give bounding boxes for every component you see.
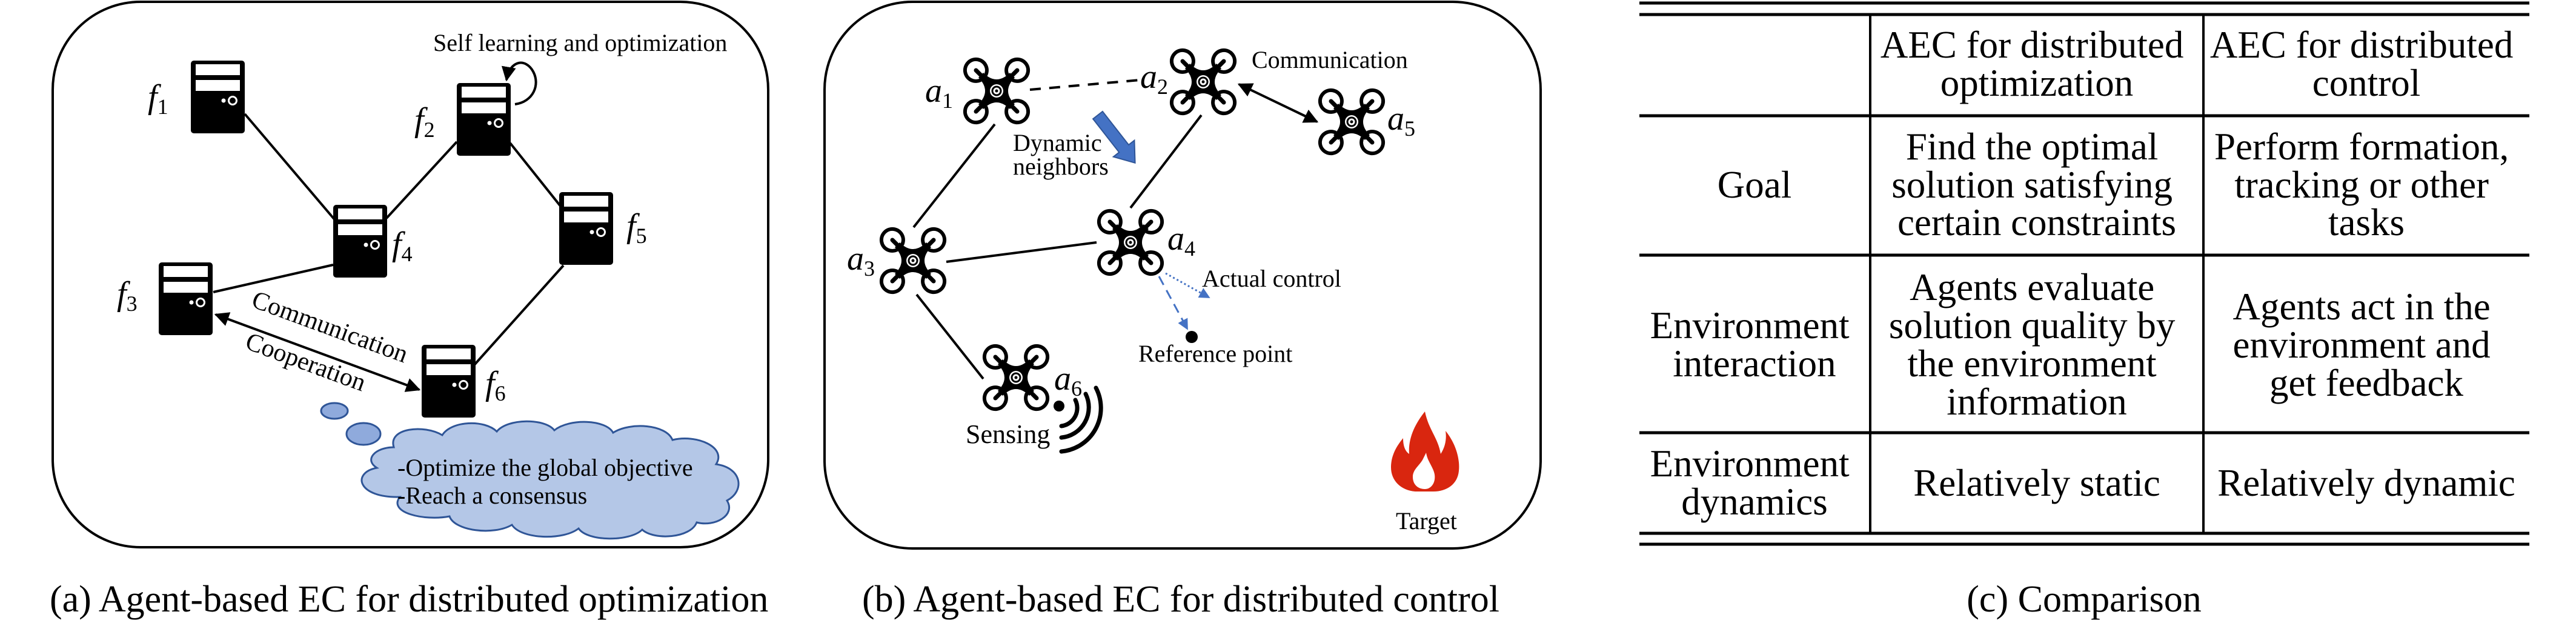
server-icon bbox=[332, 204, 388, 279]
agent-label-a2: a2 bbox=[1140, 58, 1168, 99]
edge-f2-f5 bbox=[509, 142, 569, 216]
sensing-waves-icon bbox=[1054, 385, 1103, 454]
thought-line-1: -Optimize the global objective bbox=[397, 454, 693, 481]
edge-a1-a3 bbox=[912, 123, 996, 228]
panel-b: Dynamic neighbors a1 a2 a3 a4 a5 a6 Comm… bbox=[823, 1, 1542, 620]
row-label-goal: Goal bbox=[1718, 164, 1791, 206]
drone-icon bbox=[965, 59, 1028, 122]
thought-bubble-small bbox=[320, 402, 349, 420]
panel-b-frame bbox=[823, 1, 1542, 550]
edge-f4-f2 bbox=[385, 141, 458, 219]
drone-icon bbox=[881, 229, 944, 292]
thought-bubble-medium bbox=[345, 422, 382, 446]
agent-label-a4: a4 bbox=[1167, 220, 1195, 261]
dynamic-neighbors-arrow-icon bbox=[1092, 110, 1136, 164]
drone-icon bbox=[984, 346, 1047, 409]
cell-dynamics-optimization: Relatively static bbox=[1913, 462, 2160, 504]
edge-f1-f4 bbox=[244, 113, 336, 221]
reference-point-marker bbox=[1186, 331, 1198, 343]
agent-label-a1: a1 bbox=[925, 72, 953, 113]
node-label-f1: f1 bbox=[148, 78, 168, 119]
thought-line-2: -Reach a consensus bbox=[397, 482, 587, 509]
node-label-f4: f4 bbox=[392, 225, 413, 266]
double-arrow-a2-a5 bbox=[1237, 83, 1319, 123]
caption-a: (a) Agent-based EC for distributed optim… bbox=[50, 579, 768, 620]
fire-icon bbox=[1391, 411, 1459, 491]
cell-goal-optimization: Find the optimal solution satisfying cer… bbox=[1891, 125, 2182, 244]
actual-control-label: Actual control bbox=[1202, 265, 1341, 292]
reference-arrow bbox=[1158, 276, 1189, 330]
comparison-table: AEC for distributed optimization AEC for… bbox=[1639, 1, 2529, 620]
header-cell-optimization: AEC for distributed optimization bbox=[1881, 24, 2193, 104]
cell-interaction-optimization: Agents evaluate solution quality by the … bbox=[1889, 266, 2185, 423]
thought-cloud bbox=[360, 420, 740, 540]
server-icon bbox=[190, 59, 246, 135]
agent-label-a6: a6 bbox=[1054, 360, 1082, 401]
panel-a: Self learning and optimization f1 f2 f3 … bbox=[50, 1, 769, 620]
reference-point-label: Reference point bbox=[1138, 340, 1292, 367]
drone-icon bbox=[1172, 50, 1235, 113]
agent-label-a3: a3 bbox=[847, 240, 875, 281]
edge-f5-f6 bbox=[473, 264, 565, 366]
server-icon bbox=[456, 82, 512, 157]
panel-a-frame bbox=[51, 1, 769, 548]
dynamic-label-line2: neighbors bbox=[1013, 153, 1109, 180]
drone-icon bbox=[1320, 90, 1383, 153]
dynamic-label-line1: Dynamic bbox=[1013, 129, 1102, 156]
node-label-f5: f5 bbox=[626, 207, 647, 248]
server-icon bbox=[158, 261, 214, 336]
sensing-label: Sensing bbox=[966, 419, 1050, 449]
row-label-environment-dynamics: Environment dynamics bbox=[1650, 442, 1859, 523]
node-label-f3: f3 bbox=[117, 275, 138, 316]
caption-c: (c) Comparison bbox=[1967, 579, 2201, 620]
edge-a3-a6 bbox=[915, 293, 984, 380]
edge-a2-a4 bbox=[1129, 114, 1203, 209]
double-arrow-f3-f6 bbox=[214, 312, 421, 392]
header-cell-control: AEC for distributed control bbox=[2210, 24, 2523, 104]
node-label-f6: f6 bbox=[485, 365, 506, 405]
caption-b: (b) Agent-based EC for distributed contr… bbox=[862, 579, 1499, 620]
server-icon bbox=[420, 344, 477, 419]
edge-a3-a4 bbox=[946, 241, 1097, 263]
server-icon bbox=[558, 191, 614, 266]
agent-label-a5: a5 bbox=[1387, 100, 1415, 141]
self-loop-label: Self learning and optimization bbox=[433, 29, 727, 56]
dashed-edge-a1-a2 bbox=[1029, 79, 1141, 91]
row-label-environment-interaction: Environment interaction bbox=[1650, 304, 1859, 385]
node-label-f2: f2 bbox=[414, 101, 435, 142]
cell-dynamics-control: Relatively dynamic bbox=[2217, 462, 2515, 504]
communication-label: Communication bbox=[1252, 46, 1408, 73]
edge-f4-f3 bbox=[213, 264, 334, 293]
target-label: Target bbox=[1396, 507, 1457, 535]
self-loop-arrow bbox=[501, 61, 537, 105]
drone-icon bbox=[1099, 211, 1162, 274]
cell-interaction-control: Agents act in the environment and get fe… bbox=[2233, 285, 2500, 404]
cell-goal-control: Perform formation, tracking or other tas… bbox=[2214, 125, 2518, 244]
